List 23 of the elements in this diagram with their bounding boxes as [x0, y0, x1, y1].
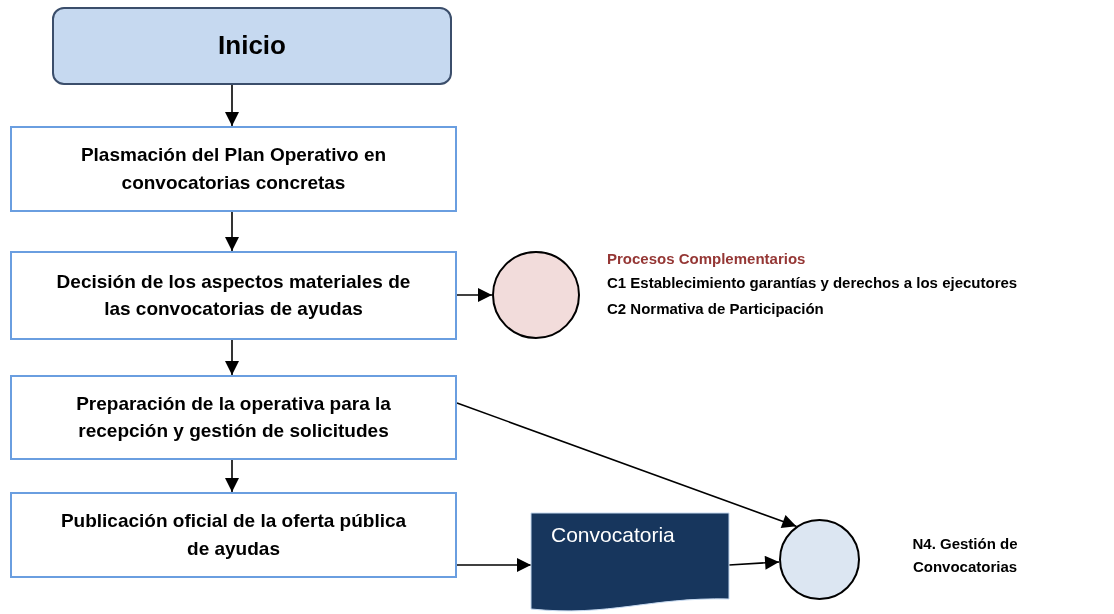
node-label: Preparación de la operativa para la recepción y gestión de solicitudes	[75, 391, 392, 444]
start-box	[52, 7, 452, 85]
list-heading: Procesos Complementarios	[607, 250, 806, 267]
process-box	[10, 375, 457, 460]
list-item: C2 Normativa de Participación	[607, 300, 824, 317]
node-label: Convocatoria	[551, 523, 675, 547]
process-box	[10, 126, 457, 212]
arrow	[456, 402, 798, 529]
arrow	[456, 558, 532, 572]
node-caption: N4. Gestión de Convocatorias	[911, 534, 1019, 577]
arrow	[225, 459, 239, 493]
node-label: Inicio	[217, 29, 287, 63]
arrow	[225, 339, 239, 376]
node-label: Publicación oficial de la oferta pública de ayudas	[59, 509, 408, 561]
arrow	[225, 84, 239, 127]
arrow	[456, 288, 493, 302]
process-box	[10, 492, 457, 578]
node-label: Decisión de los aspectos materiales de las convocatorias de ayudas	[55, 269, 412, 322]
process-box	[10, 251, 457, 340]
node-label: Plasmación del Plan Operativo en convocatorias concretas	[79, 143, 388, 195]
list-item: C1 Establecimiento garantías y derechos a los ejecutores	[607, 274, 1018, 291]
arrow	[225, 211, 239, 252]
arrow	[728, 555, 780, 570]
